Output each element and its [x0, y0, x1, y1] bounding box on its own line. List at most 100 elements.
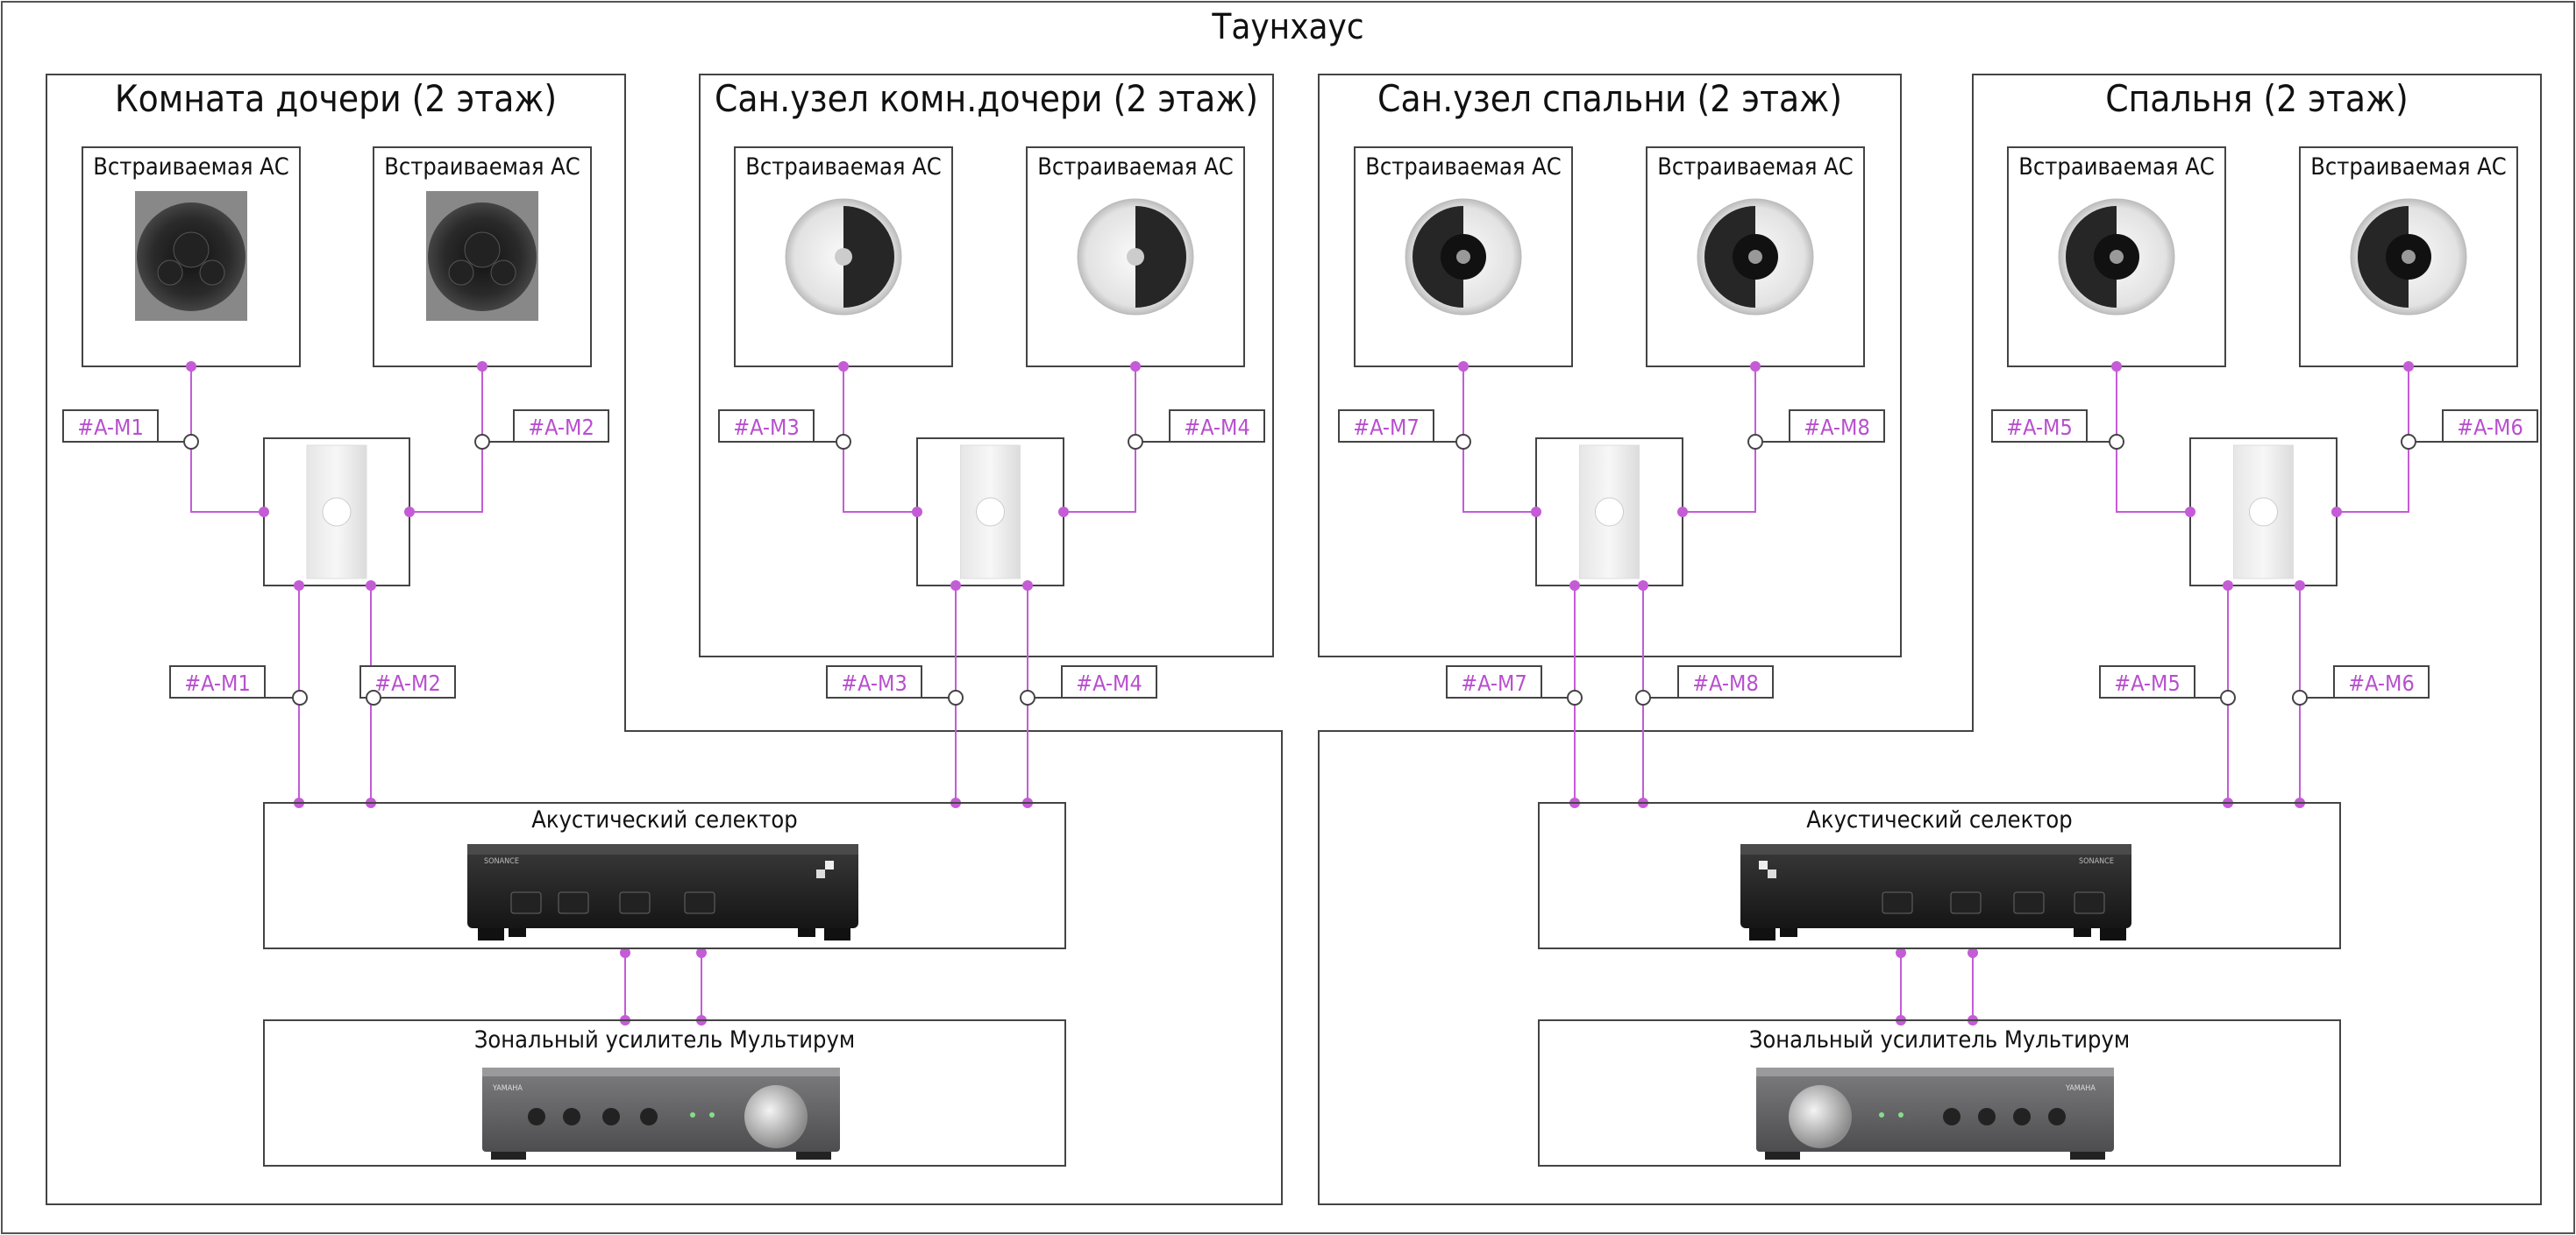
amp-brand-left: YAMAHA [492, 1084, 523, 1093]
cable-tag-label: #A-M6 [2457, 415, 2523, 440]
ceiling-speaker-icon [426, 191, 538, 321]
ceiling-speaker-icon [1697, 198, 1814, 316]
right-zone-frame [1318, 74, 2542, 1205]
wire-node [2331, 507, 2342, 517]
wire-node [366, 580, 376, 591]
ceiling-speaker-icon [785, 198, 902, 316]
speaker-box: Встраиваемая АС [82, 146, 301, 367]
speaker-label: Встраиваемая АС [745, 153, 942, 181]
cable-tag-label: #A-M5 [2006, 415, 2073, 440]
wire-node [1058, 507, 1069, 517]
cable-tag-label: #A-M7 [1353, 415, 1420, 440]
cable-tag-label: #A-M4 [1184, 415, 1250, 440]
speaker-label: Встраиваемая АС [2310, 153, 2507, 181]
cable-tag-label: #A-M1 [77, 415, 144, 440]
wire-node [2185, 507, 2195, 517]
amp-label-right: Зональный усилитель Мультирум [1749, 1026, 2130, 1054]
tag-marker [1635, 690, 1651, 706]
page-title: Таунхаус [1211, 7, 1363, 47]
cable-tag-label: #A-M8 [1804, 415, 1870, 440]
tag-marker [1020, 690, 1035, 706]
tag-marker [2109, 434, 2124, 450]
volume-control [916, 437, 1064, 586]
room-title-2: Сан.узел комн.дочери (2 этаж) [715, 77, 1258, 120]
wire-node [404, 507, 415, 517]
wire-node [1022, 580, 1033, 591]
wire-node [1531, 507, 1541, 517]
room-title-3: Сан.узел спальни (2 этаж) [1377, 77, 1842, 120]
tag-marker [1747, 434, 1763, 450]
amp-frame-right [1538, 1019, 2341, 1167]
wire-node [477, 361, 487, 372]
cable-tag: #A-M2 [359, 665, 456, 706]
left-zone-frame [46, 74, 1283, 1205]
wire-node [294, 580, 304, 591]
wire [2337, 366, 2409, 513]
wire [190, 366, 264, 513]
selector-label-left: Акустический селектор [531, 806, 797, 834]
wire-node [186, 361, 196, 372]
tag-marker [1455, 434, 1471, 450]
speaker-label: Встраиваемая АС [2018, 153, 2215, 181]
wire-node [2295, 580, 2305, 591]
wire [1064, 366, 1136, 513]
speaker-box: Встраиваемая АС [2299, 146, 2518, 367]
cable-tag-label: #A-M7 [1461, 671, 1527, 696]
tag-marker [366, 690, 381, 706]
amp-frame-left [263, 1019, 1066, 1167]
wire-node [696, 948, 707, 958]
wire-node [1896, 948, 1906, 958]
cable-tag: #A-M8 [1747, 409, 1885, 450]
selector-frame-left [263, 802, 1066, 949]
speaker-label: Встраиваемая АС [1037, 153, 1234, 181]
tag-marker [2220, 690, 2236, 706]
wire-node [1750, 361, 1761, 372]
cable-tag-label: #A-M5 [2114, 671, 2181, 696]
volume-control [1535, 437, 1683, 586]
cable-tag-label: #A-M6 [2348, 671, 2415, 696]
wire [2116, 366, 2190, 513]
wire [843, 366, 917, 513]
tag-marker [948, 690, 964, 706]
speaker-box: Встраиваемая АС [1646, 146, 1865, 367]
wire-node [1569, 580, 1580, 591]
wire-node [1968, 948, 1978, 958]
ceiling-speaker-icon [2350, 198, 2467, 316]
cable-tag: #A-M7 [1446, 665, 1583, 706]
cable-tag: #A-M2 [474, 409, 609, 450]
wire-node [950, 580, 961, 591]
tag-marker [183, 434, 199, 450]
tags-layer: #A-M1 #A-M2 #A-M1 #A-M2 #A-M3 #A-M4 #A-M3 #A-M4… [62, 409, 2538, 706]
selector-brand-right: SONANCE [2079, 857, 2114, 866]
cable-tag: #A-M7 [1338, 409, 1471, 450]
speaker-box: Встраиваемая АС [1354, 146, 1573, 367]
cable-tag: #A-M8 [1635, 665, 1774, 706]
ceiling-speaker-icon [2058, 198, 2175, 316]
selector-frame-right [1538, 802, 2341, 949]
cable-tag-label: #A-M8 [1692, 671, 1759, 696]
speaker-box: Встраиваемая АС [373, 146, 592, 367]
amp-label-left: Зональный усилитель Мультирум [474, 1026, 855, 1054]
tag-marker [1567, 690, 1583, 706]
devices-layer: Встраиваемая АС Встраиваемая АС Встраиваем… [82, 146, 2518, 586]
speaker-box: Встраиваемая АС [734, 146, 953, 367]
wire-node [912, 507, 922, 517]
amplifier-device-right: YAMAHA [1756, 1068, 2114, 1160]
cable-tag-label: #A-M3 [733, 415, 800, 440]
cable-tag: #A-M1 [62, 409, 199, 450]
selector-brand-left: SONANCE [484, 857, 519, 866]
cable-tag: #A-M1 [169, 665, 308, 706]
amp-brand-right: YAMAHA [2065, 1084, 2096, 1093]
room-frame-2 [699, 74, 1274, 657]
wire-node [2111, 361, 2122, 372]
cable-tag-label: #A-M2 [528, 415, 594, 440]
dots-layer [186, 361, 2414, 1026]
cable-tag: #A-M3 [826, 665, 964, 706]
wire-node [620, 948, 630, 958]
speaker-label: Встраиваемая АС [384, 153, 580, 181]
cable-tag: #A-M5 [1991, 409, 2124, 450]
cable-tag: #A-M4 [1020, 665, 1157, 706]
wire [1462, 366, 1536, 513]
cable-tag: #A-M5 [2099, 665, 2236, 706]
